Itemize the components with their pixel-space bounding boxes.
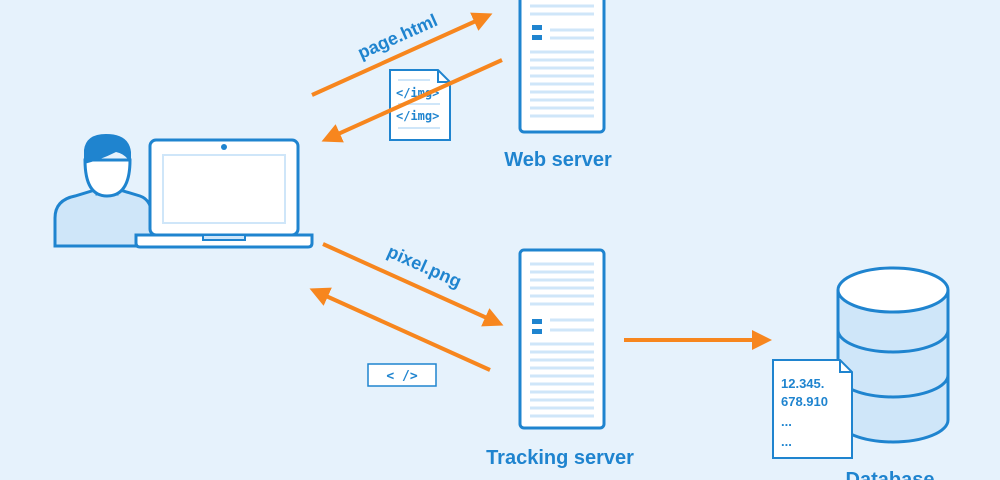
code-tag-label: < /> [386,369,417,384]
html-document-icon [389,69,451,141]
img-tag-line: </img> [396,109,439,123]
page-response-arrow [321,58,503,143]
tracking-server-icon [518,248,606,430]
data-document-icon [772,359,853,459]
page-request-arrow [311,12,493,97]
pixel-request-label: pixel.png [384,241,464,291]
database-label: Database [846,469,935,480]
arrows [309,12,772,372]
laptop-icon [134,138,314,249]
database-icon [836,266,950,444]
tracking-server-label: Tracking server [486,447,634,469]
web-server-icon [518,0,606,134]
data-line: ... [781,434,792,449]
data-line: 678.910 [781,394,828,409]
pixel-request-arrow [322,242,504,327]
img-tag-line: </img> [396,86,439,100]
user-icon [53,134,154,248]
code-tag-box [367,363,437,387]
web-server-label: Web server [504,149,612,171]
data-line: 12.345. [781,376,824,391]
pixel-response-arrow [309,287,491,372]
data-line: ... [781,414,792,429]
